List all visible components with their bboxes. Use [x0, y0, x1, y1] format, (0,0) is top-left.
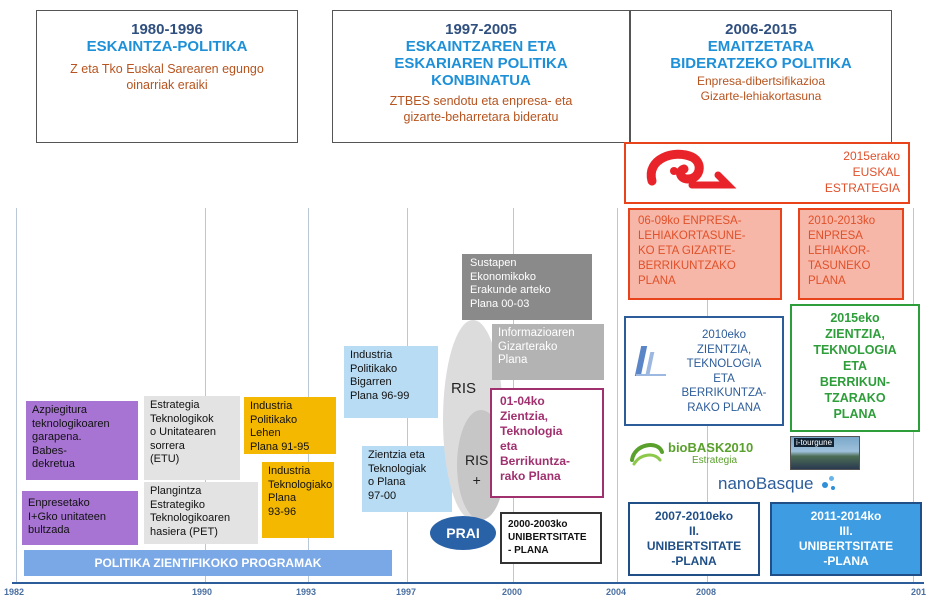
box-unibertsitate-1114: 2011-2014ko III. UNIBERTSITATE -PLANA — [770, 502, 922, 576]
timeline-axis — [12, 582, 924, 584]
label-unibertsitate-0710: 2007-2010eko II. UNIBERTSITATE -PLANA — [646, 509, 742, 568]
nanobasque-logo: nanoBasque — [718, 474, 848, 496]
phase-title: EMAITZETARA BIDERATZEKO POLITIKA — [670, 38, 852, 72]
label-unibertsitate-0003: 2000-2003ko UNIBERTSITATE - PLANA — [508, 519, 587, 556]
tick-label: 1982 — [4, 587, 25, 597]
tick-label: 1997 — [396, 587, 417, 597]
phase-years: 1980-1996 — [131, 21, 203, 38]
box-industria-teknologia: Industria Teknologiako Plana 93-96 — [262, 462, 334, 538]
biobask-title: bioBASK2010 — [668, 440, 754, 455]
label-unibertsitate-1114: 2011-2014ko III. UNIBERTSITATE -PLANA — [798, 509, 894, 568]
biobask-subtitle: Estrategia — [692, 455, 738, 466]
phase-box-2006-2015: 2006-2015 EMAITZETARA BIDERATZEKO POLITI… — [630, 10, 892, 143]
tick-label: 2000 — [502, 587, 523, 597]
box-zientzia-0104: 01-04ko Zientzia, Teknologia eta Berriku… — [490, 388, 604, 498]
itourgune-label: i-tourgune — [794, 438, 835, 447]
box-enpresetako: Enpresetako I+Gko unitateen bultzada — [22, 491, 138, 545]
box-etu: Estrategia Teknologikok o Unitatearen so… — [144, 396, 240, 480]
tick-label: 2008 — [696, 587, 717, 597]
phase-box-1997-2005: 1997-2005 ESKAINTZAREN ETA ESKARIAREN PO… — [332, 10, 630, 143]
guide-line-1990 — [205, 208, 206, 583]
tick-label: 1993 — [296, 587, 317, 597]
box-pet: Plangintza Estrategiko Teknologikoaren h… — [144, 482, 258, 544]
phase-years: 1997-2005 — [445, 21, 517, 38]
box-unibertsitate-0710: 2007-2010eko II. UNIBERTSITATE -PLANA — [628, 502, 760, 576]
label-zientzia-2010: 2010eko ZIENTZIA, TEKNOLOGIA ETA BERRIKU… — [681, 329, 767, 414]
euskal-estrategia-logo — [646, 149, 737, 189]
box-estrategia-2015: 2015erako EUSKAL ESTRATEGIA — [624, 142, 910, 204]
box-industria-lehen: Industria Politikako Lehen Plana 91-95 — [244, 397, 336, 454]
guide-line-2004 — [617, 208, 618, 583]
phase-years: 2006-2015 — [725, 21, 797, 38]
box-zientzia-2015: 2015eko ZIENTZIA, TEKNOLOGIA ETA BERRIKU… — [790, 304, 920, 432]
box-enpresa-1013: 2010-2013ko ENPRESA LEHIAKOR- TASUNEKO P… — [798, 208, 904, 300]
label-zientzia-2015: 2015eko ZIENTZIA, TEKNOLOGIA ETA BERRIKU… — [813, 311, 897, 421]
biobask-logo: bioBASK2010 Estrategia — [628, 436, 784, 470]
phase-title: ESKAINTZAREN ETA ESKARIAREN POLITIKA KON… — [394, 38, 568, 89]
box-sustapen: Sustapen Ekonomikoko Erakunde arteko Pla… — [462, 254, 592, 320]
tick-label: 2004 — [606, 587, 627, 597]
phase-desc: Z eta Tko Euskal Sarearen egungo oinarri… — [70, 62, 264, 92]
box-informazioaren: Informazioaren Gizarterako Plana — [492, 324, 604, 380]
bar-label: POLITIKA ZIENTIFIKOKO PROGRAMAK — [94, 556, 322, 570]
phase-title: ESKAINTZA-POLITIKA — [86, 38, 248, 55]
box-zientzia-teknologia-97: Zientzia eta Teknologiak o Plana 97-00 — [362, 446, 452, 512]
ellipse-prai: PRAI — [430, 516, 496, 550]
label-prai: PRAI — [446, 525, 480, 541]
box-unibertsitate-0003: 2000-2003ko UNIBERTSITATE - PLANA — [500, 512, 602, 564]
tick-label: 1990 — [192, 587, 213, 597]
phase-desc: ZTBES sendotu eta enpresa- eta gizarte-b… — [389, 94, 573, 124]
bar-politika-zientifikoko: POLITIKA ZIENTIFIKOKO PROGRAMAK — [24, 550, 392, 576]
zientzia-2010-logo — [634, 342, 668, 382]
label-ris-plus: RIS + — [465, 452, 489, 488]
phase-box-1980-1996: 1980-1996 ESKAINTZA-POLITIKA Z eta Tko E… — [36, 10, 298, 143]
itourgune-logo: i-tourgune — [790, 436, 860, 470]
guide-line-1982 — [16, 208, 17, 583]
tick-label: 201 — [911, 587, 927, 597]
box-zientzia-2010: 2010eko ZIENTZIA, TEKNOLOGIA ETA BERRIKU… — [624, 316, 784, 426]
box-industria-bigarren: Industria Politikako Bigarren Plana 96-9… — [344, 346, 438, 418]
phase-desc: Enpresa-dibertsifikazioa Gizarte-lehiako… — [696, 74, 826, 103]
biobask-swirl-icon — [630, 443, 664, 466]
nanobasque-label: nanoBasque — [718, 474, 814, 493]
box-enpresa-0609: 06-09ko ENPRESA- LEHIAKORTASUNE- KO ETA … — [628, 208, 782, 300]
label-zientzia-0104: 01-04ko Zientzia, Teknologia eta Berriku… — [500, 394, 571, 483]
guide-line-1993 — [308, 208, 309, 583]
label-estrategia-2015: 2015erako EUSKAL ESTRATEGIA — [824, 149, 900, 195]
label-ris: RIS — [451, 380, 477, 397]
box-azpiegitura: Azpiegitura teknologikoaren garapena. Ba… — [26, 401, 138, 480]
